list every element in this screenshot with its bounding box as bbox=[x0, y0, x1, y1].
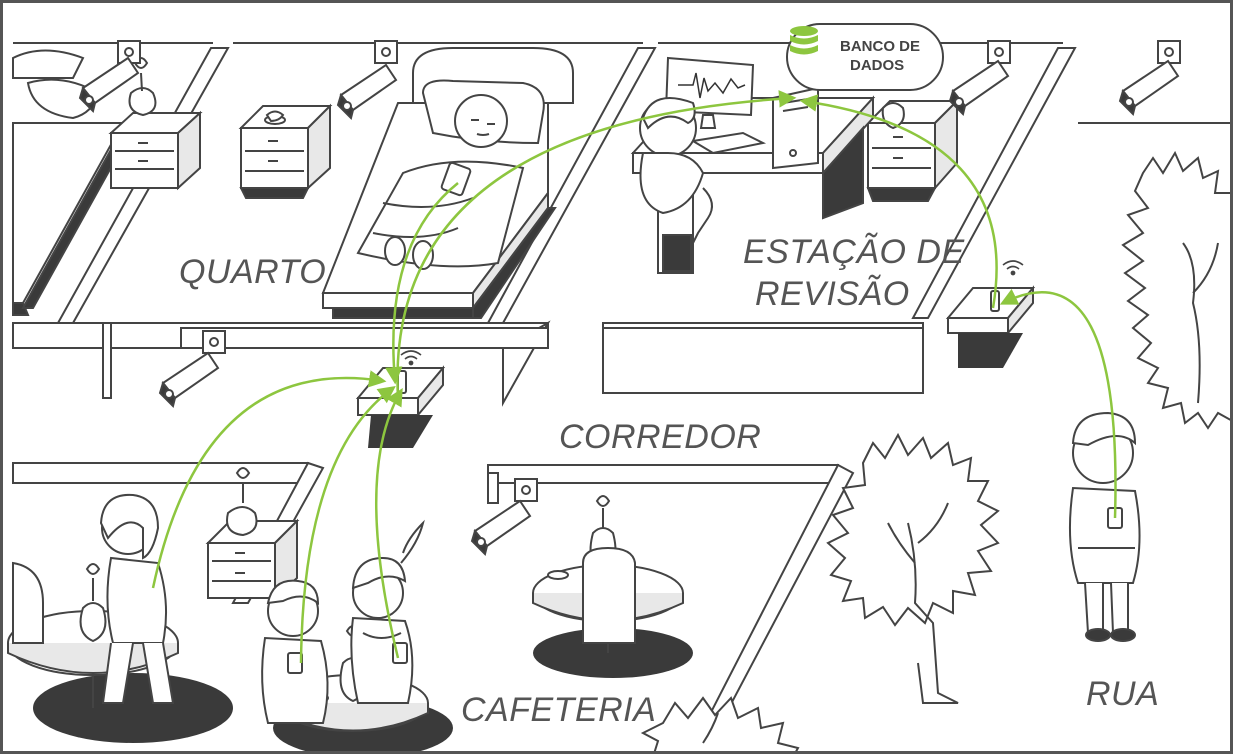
security-camera-icon bbox=[78, 40, 1181, 556]
database-label-line1: BANCO DE bbox=[840, 38, 921, 55]
person-icon bbox=[99, 411, 1141, 724]
review-station bbox=[630, 56, 876, 274]
nightstands bbox=[108, 57, 960, 601]
floor-illustration bbox=[7, 40, 1230, 751]
database-label-line2: DADOS bbox=[850, 57, 905, 74]
database-icon bbox=[790, 26, 818, 55]
tree-icon bbox=[640, 150, 1230, 751]
left-room-bed bbox=[12, 49, 135, 316]
database-label: BANCO DE DADOS bbox=[840, 37, 940, 75]
data-links bbox=[151, 90, 1117, 664]
label-estacao-line1: ESTAÇÃO DE bbox=[743, 233, 965, 271]
database-callout: BANCO DE DADOS bbox=[786, 23, 944, 91]
label-rua: RUA bbox=[1086, 675, 1160, 713]
label-cafeteria: CAFETERIA bbox=[461, 691, 657, 729]
label-corredor: CORREDOR bbox=[559, 418, 762, 456]
patient-bed bbox=[321, 47, 574, 319]
label-quarto: QUARTO bbox=[179, 253, 327, 291]
label-estacao-line2: REVISÃO bbox=[755, 275, 910, 313]
wifi-icon bbox=[400, 260, 1024, 366]
